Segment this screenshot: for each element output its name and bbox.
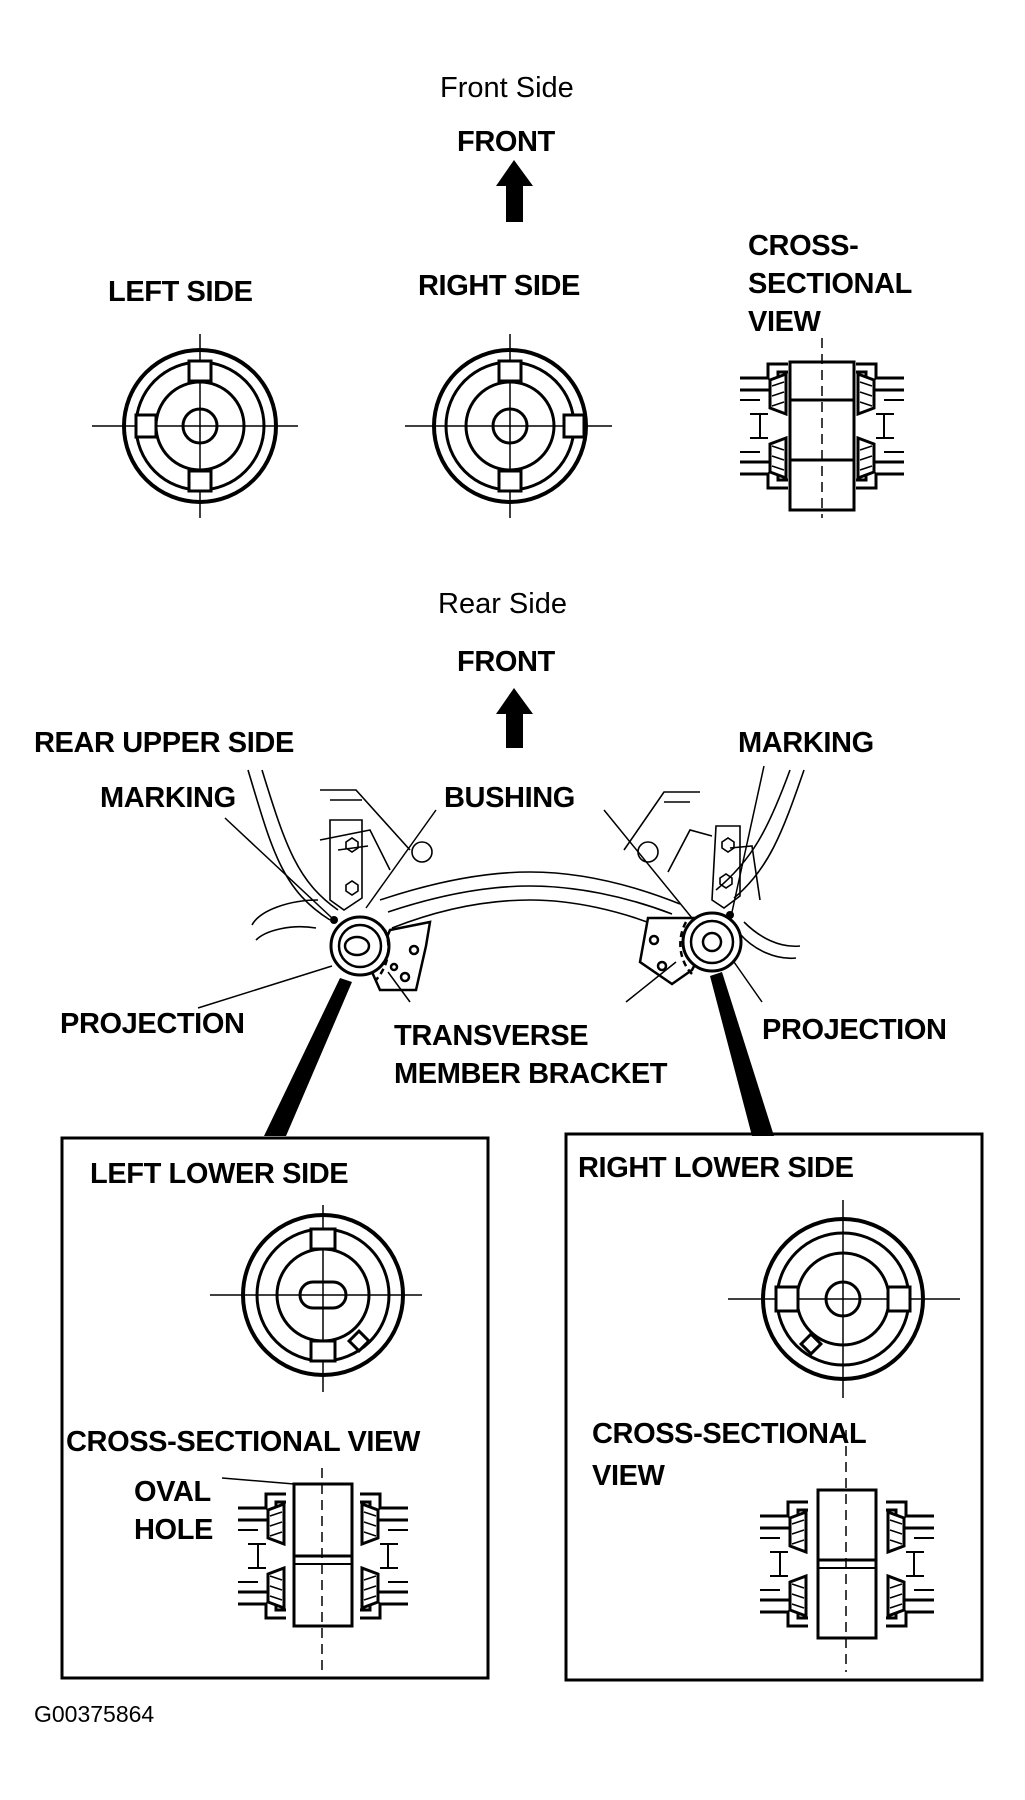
- left-side-bushing-face: [92, 334, 298, 518]
- transverse-member-bracket-line2: MEMBER BRACKET: [394, 1058, 668, 1090]
- right-lower-cross-section-label-line1: CROSS-SECTIONAL: [592, 1418, 867, 1450]
- right-bracket-and-bushing: [638, 911, 743, 986]
- right-pointer-wedge: [710, 972, 774, 1136]
- front-arrow-label-top: FRONT: [457, 126, 555, 158]
- rear-upper-side-label: REAR UPPER SIDE: [34, 727, 294, 759]
- right-lower-box: [564, 1132, 984, 1682]
- left-side-label: LEFT SIDE: [108, 276, 253, 308]
- left-lower-cross-section-label: CROSS-SECTIONAL VIEW: [66, 1426, 420, 1458]
- right-lower-bushing-face: [728, 1200, 960, 1398]
- right-lower-side-title: RIGHT LOWER SIDE: [578, 1152, 854, 1184]
- crossmember-illustration: [247, 769, 805, 960]
- front-arrow-middle: [496, 688, 533, 748]
- front-arrow-label-middle: FRONT: [457, 646, 555, 678]
- front-arrow-top: [496, 160, 533, 222]
- oval-hole-label-line2: HOLE: [134, 1514, 213, 1546]
- leader-lines: [197, 765, 765, 1009]
- right-side-bushing-face: [405, 334, 612, 518]
- figure-code: G00375864: [34, 1701, 155, 1727]
- marking-right-label: MARKING: [738, 727, 874, 759]
- marking-left-label: MARKING: [100, 782, 236, 814]
- left-lower-side-title: LEFT LOWER SIDE: [90, 1158, 349, 1190]
- right-marking-dot: [726, 911, 734, 919]
- transverse-member-bracket-line1: TRANSVERSE: [394, 1020, 589, 1052]
- top-cross-section-label-line2: SECTIONAL: [748, 268, 912, 300]
- top-cross-section-label-line3: VIEW: [748, 306, 821, 338]
- left-lower-bushing-face: [210, 1205, 422, 1392]
- oval-hole-label-line1: OVAL: [134, 1476, 211, 1508]
- right-side-label: RIGHT SIDE: [418, 270, 580, 302]
- left-pointer-wedge: [264, 978, 352, 1136]
- right-lower-cross-section: [758, 1430, 936, 1672]
- bushing-label: BUSHING: [444, 782, 575, 814]
- projection-left-label: PROJECTION: [60, 1008, 245, 1040]
- rear-side-heading: Rear Side: [438, 588, 567, 620]
- front-side-heading: Front Side: [440, 72, 574, 104]
- left-bracket-and-bushing: [329, 915, 432, 992]
- left-lower-box: [60, 1136, 490, 1680]
- left-lower-cross-section: [221, 1468, 410, 1672]
- top-cross-section-label-line1: CROSS-: [748, 230, 859, 262]
- top-cross-section: [738, 338, 906, 518]
- projection-right-label: PROJECTION: [762, 1014, 947, 1046]
- right-lower-cross-section-label-line2: VIEW: [592, 1460, 665, 1492]
